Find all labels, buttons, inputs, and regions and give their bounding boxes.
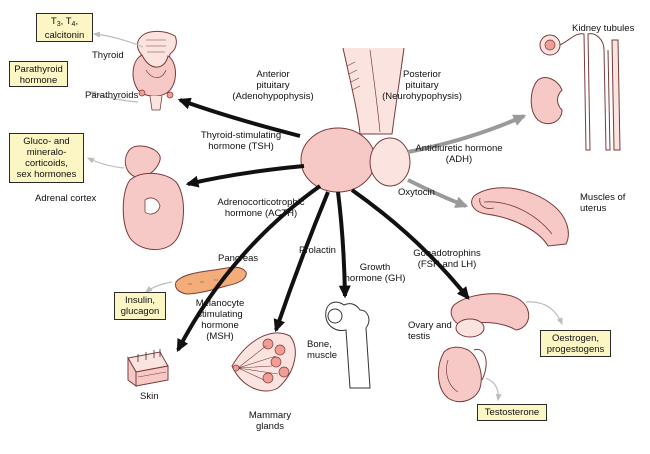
pituitary-gland bbox=[300, 127, 411, 193]
kidney-tubules-label: Kidney tubules bbox=[572, 23, 635, 34]
bone-illustration bbox=[325, 301, 371, 389]
kidney-tubules-illustration bbox=[530, 33, 621, 151]
pituitary-stalk bbox=[342, 47, 405, 135]
parathyroid-product-arrow bbox=[88, 91, 139, 103]
oxytocin-arrow bbox=[407, 178, 469, 208]
gh-arrow bbox=[336, 191, 351, 299]
tsh-arrow bbox=[177, 97, 301, 138]
prolactin-label: Prolactin bbox=[299, 245, 336, 256]
thyroid-label: Thyroid bbox=[92, 50, 124, 61]
oxytocin-label: Oxytocin bbox=[398, 187, 435, 198]
msh-arrow bbox=[176, 184, 322, 353]
calcitonin-text: calcitonin bbox=[44, 30, 85, 41]
thyroid-illustration bbox=[132, 30, 177, 97]
parathyroids-label: Parathyroids bbox=[85, 90, 139, 101]
ovary-testis-illustration bbox=[438, 293, 530, 403]
t4-comma: , bbox=[75, 16, 79, 27]
oestrogen-progestogens-box: Oestrogen,progestogens bbox=[540, 330, 611, 357]
gonad-arrow bbox=[350, 188, 470, 300]
testosterone-box: Testosterone bbox=[477, 404, 547, 421]
insulin-glucagon-box: Insulin,glucagon bbox=[114, 292, 166, 320]
oestrogen-product-arrow bbox=[525, 301, 563, 326]
adrenal-cortex-label: Adrenal cortex bbox=[35, 193, 97, 204]
skin-illustration bbox=[127, 349, 169, 387]
prolactin-arrow bbox=[273, 191, 330, 333]
pancreas-illustration bbox=[175, 266, 247, 295]
gonadotrophins-label: Gonadotrophins(FSH and LH) bbox=[413, 248, 481, 270]
t4-letter: T bbox=[65, 16, 72, 27]
t3-letter: T bbox=[50, 16, 57, 27]
posterior-arrows bbox=[407, 114, 527, 208]
adh-label: Antidiuretic hormone(ADH) bbox=[415, 143, 503, 165]
adh-arrow bbox=[407, 114, 527, 154]
parathyroids-illustration bbox=[138, 89, 174, 111]
insulin-product-arrow bbox=[145, 281, 173, 293]
t4-sub: 4 bbox=[71, 21, 76, 28]
t3-t4-calcitonin-box: T3, T4, calcitonin bbox=[36, 13, 93, 42]
testosterone-product-arrow bbox=[485, 377, 502, 402]
t3t4-product-arrow bbox=[92, 31, 144, 48]
pancreas-label: Pancreas bbox=[218, 253, 259, 264]
uterus-illustration bbox=[471, 187, 569, 247]
bone-muscle-label: Bone,muscle bbox=[307, 339, 338, 361]
mammary-illustration bbox=[231, 332, 296, 392]
acth-arrow bbox=[185, 164, 305, 188]
product-arrows bbox=[86, 31, 563, 402]
t3-sub: 3 bbox=[56, 21, 61, 28]
hormone-arrows bbox=[176, 97, 470, 353]
adrenal-kidney-illustration bbox=[122, 145, 184, 250]
gluco-product-arrow bbox=[86, 157, 125, 169]
t3-comma: , bbox=[60, 16, 66, 27]
skin-label: Skin bbox=[140, 391, 159, 402]
